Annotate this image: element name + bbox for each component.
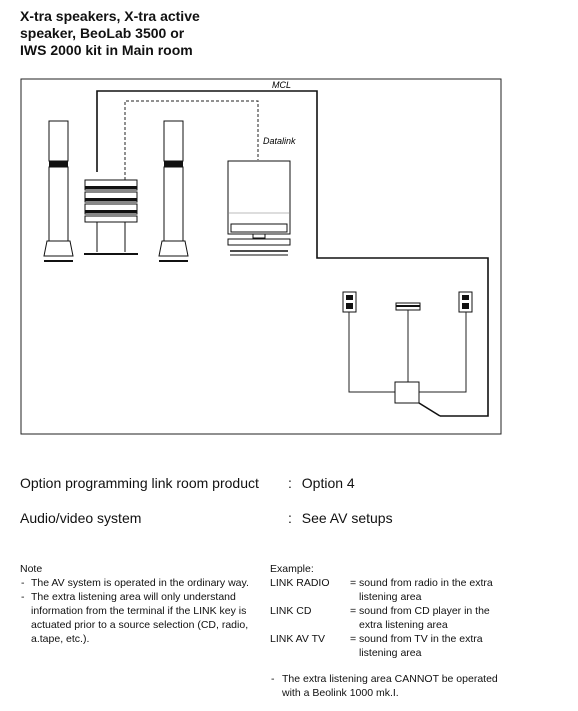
link-room-right-speaker <box>458 291 473 313</box>
right-speaker <box>158 120 189 262</box>
example-title: Example: <box>270 563 314 575</box>
left-speaker <box>43 120 74 262</box>
option-label: Option programming link room product <box>20 475 259 491</box>
note-title: Note <box>20 563 43 575</box>
datalink-label: Datalink <box>263 136 296 146</box>
example-key: LINK CD <box>270 605 312 617</box>
option-row: Option programming link room product <box>20 475 259 491</box>
room-outline <box>20 78 502 435</box>
example-value: = sound from radio in the extra listenin… <box>350 577 493 603</box>
datalink-cable <box>124 100 259 180</box>
option-value: Option 4 <box>301 475 355 491</box>
av-value: See AV setups <box>301 510 393 526</box>
audio-system <box>84 179 138 255</box>
av-label: Audio/video system <box>20 510 142 526</box>
option-sep: : Option 4 <box>288 475 355 491</box>
av-sep: : See AV setups <box>288 510 393 526</box>
example-row: LINK AV TV = sound from TV in the extra … <box>270 632 510 660</box>
link-room-wiring <box>348 310 467 393</box>
mcl-label: MCL <box>272 80 291 90</box>
note-block: Note The AV system is operated in the or… <box>20 562 252 646</box>
link-room-hub <box>394 381 420 404</box>
television <box>227 160 291 256</box>
page-heading: X-tra speakers, X-tra active speaker, Be… <box>20 8 200 58</box>
example-row: LINK CD = sound from CD player in the ex… <box>270 604 510 632</box>
example-row: LINK RADIO = sound from radio in the ext… <box>270 576 510 604</box>
example-key: LINK RADIO <box>270 577 330 589</box>
example-value: = sound from TV in the extra listening a… <box>350 633 483 659</box>
link-room-left-speaker <box>342 291 357 313</box>
note-item: The AV system is operated in the ordinar… <box>20 576 252 590</box>
connection-diagram: MCL Datalink <box>20 78 502 435</box>
link-room-center-unit <box>395 302 421 311</box>
av-row: Audio/video system <box>20 510 141 526</box>
example-key: LINK AV TV <box>270 633 326 645</box>
note-item: The extra listening area will only under… <box>20 590 252 646</box>
example-footnote: The extra listening area CANNOT be opera… <box>270 672 510 700</box>
example-block: Example: LINK RADIO = sound from radio i… <box>270 562 510 700</box>
example-value: = sound from CD player in the extra list… <box>350 605 490 631</box>
mcl-cable <box>96 90 489 417</box>
